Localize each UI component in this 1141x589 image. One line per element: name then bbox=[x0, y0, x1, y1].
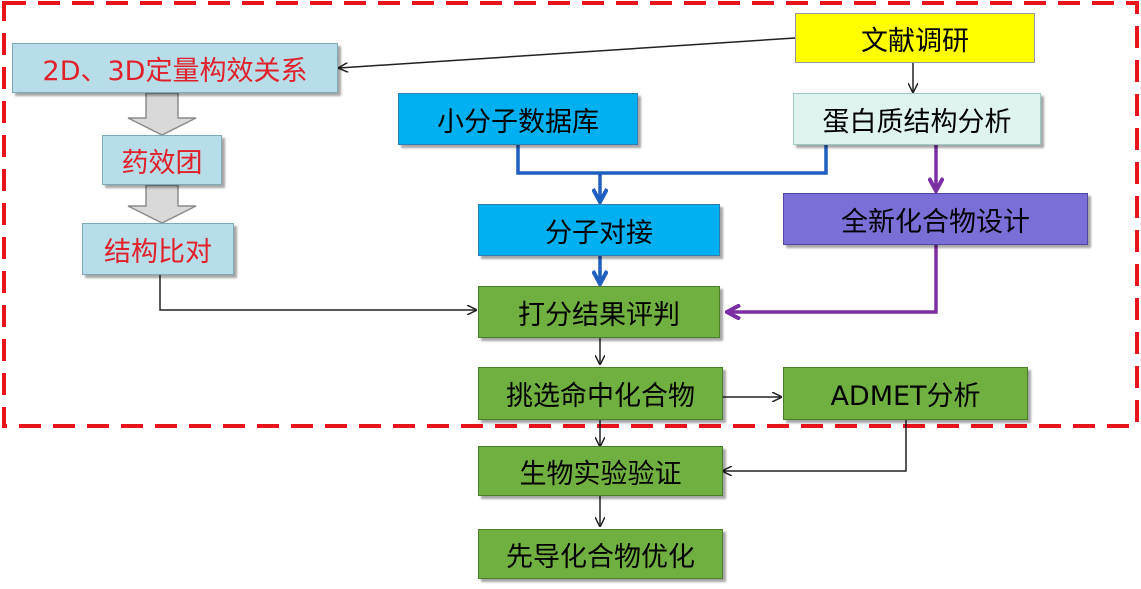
node-pharmacophore: 药效团 bbox=[102, 135, 222, 185]
node-lead-optimization: 先导化合物优化 bbox=[478, 529, 723, 579]
node-qsar: 2D、3D定量构效关系 bbox=[12, 43, 338, 93]
connector-smdb-to-docking bbox=[516, 145, 828, 175]
arrow-design-to-scoring bbox=[728, 245, 938, 312]
node-scoring: 打分结果评判 bbox=[478, 286, 720, 338]
arrow-compare-to-scoring bbox=[159, 275, 476, 310]
node-novel-design: 全新化合物设计 bbox=[783, 193, 1088, 245]
node-structure-compare: 结构比对 bbox=[82, 223, 234, 275]
node-literature: 文献调研 bbox=[795, 13, 1035, 63]
node-small-molecule-db: 小分子数据库 bbox=[398, 93, 638, 145]
node-hit-selection: 挑选命中化合物 bbox=[478, 367, 723, 420]
block-arrow-qsar-to-pharmacophore bbox=[127, 92, 197, 136]
node-bio-validation: 生物实验验证 bbox=[478, 446, 723, 496]
node-docking: 分子对接 bbox=[478, 204, 720, 256]
arrow-admet-to-bio bbox=[723, 420, 907, 471]
node-admet: ADMET分析 bbox=[783, 367, 1028, 420]
node-protein-analysis: 蛋白质结构分析 bbox=[793, 93, 1041, 145]
block-arrow-pharmacophore-to-compare bbox=[127, 184, 197, 224]
arrow-literature-to-qsar bbox=[339, 37, 796, 68]
dashed-region-frame bbox=[2, 1, 1139, 428]
